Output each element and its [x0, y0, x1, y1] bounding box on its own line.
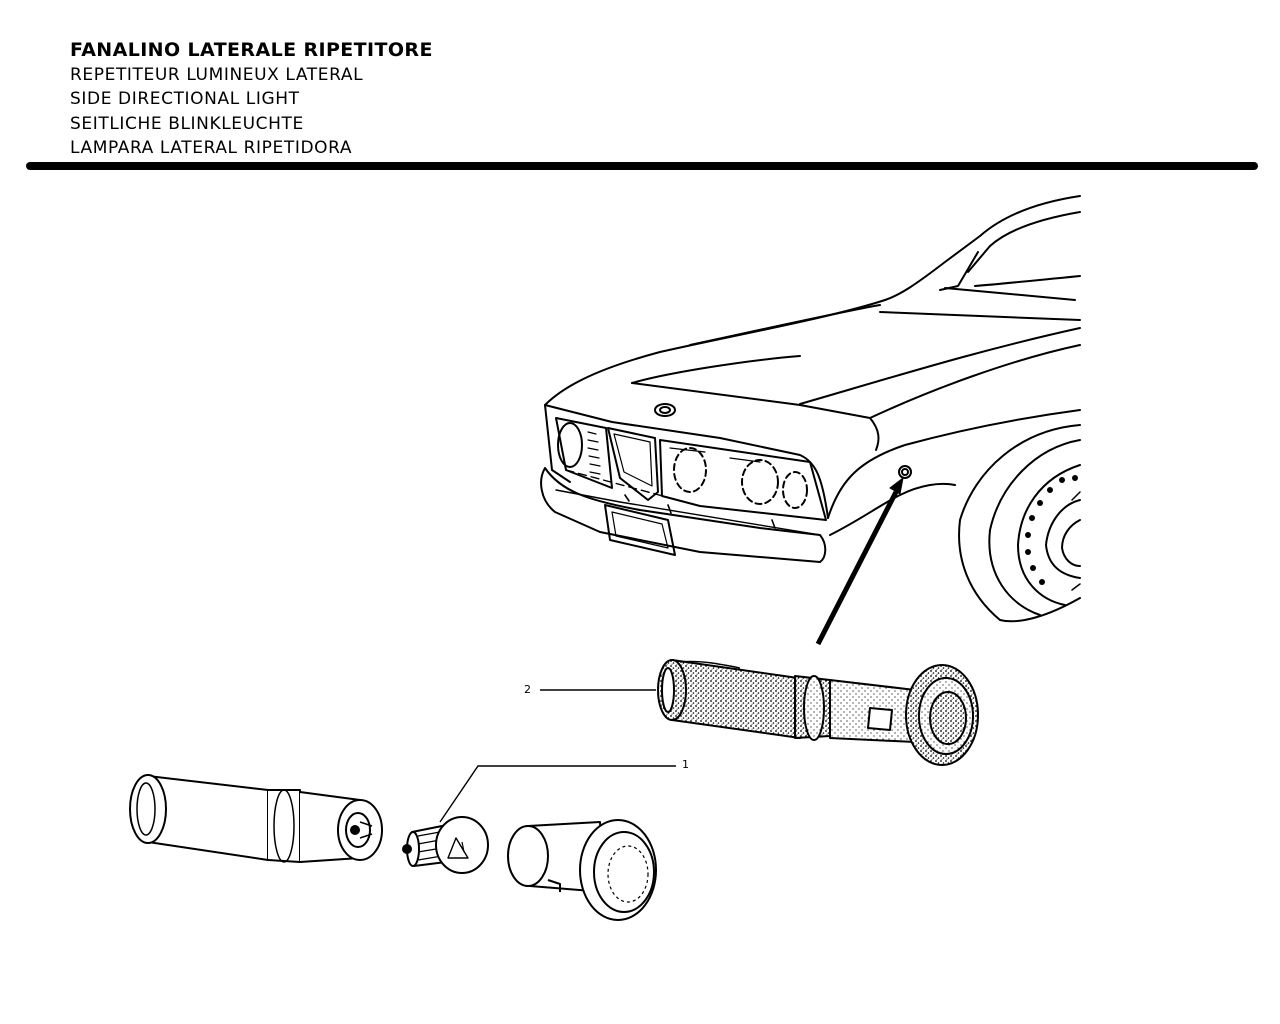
header-divider	[26, 162, 1258, 170]
callout-1: 1	[682, 758, 689, 771]
title-french: REPETITEUR LUMINEUX LATERAL	[70, 64, 364, 85]
title-spanish: LAMPARA LATERAL RIPETIDORA	[70, 138, 353, 158]
title-block: FANALINO LATERALE RIPETITORE REPETITEUR …	[70, 38, 433, 161]
car-front-view	[540, 195, 1081, 623]
title-german: SEITLICHE BLINKLEUCHTE	[70, 113, 304, 134]
bulb-part-1	[402, 816, 489, 874]
title-english: SIDE DIRECTIONAL LIGHT	[70, 89, 300, 109]
leader-lines	[439, 689, 676, 823]
lens-cap-part	[507, 819, 657, 921]
lamp-assembly-2	[657, 659, 979, 766]
callout-2: 2	[524, 683, 531, 696]
rubber-housing-part	[129, 774, 383, 863]
location-arrow	[815, 476, 904, 646]
title-italian: FANALINO LATERALE RIPETITORE	[70, 39, 433, 61]
